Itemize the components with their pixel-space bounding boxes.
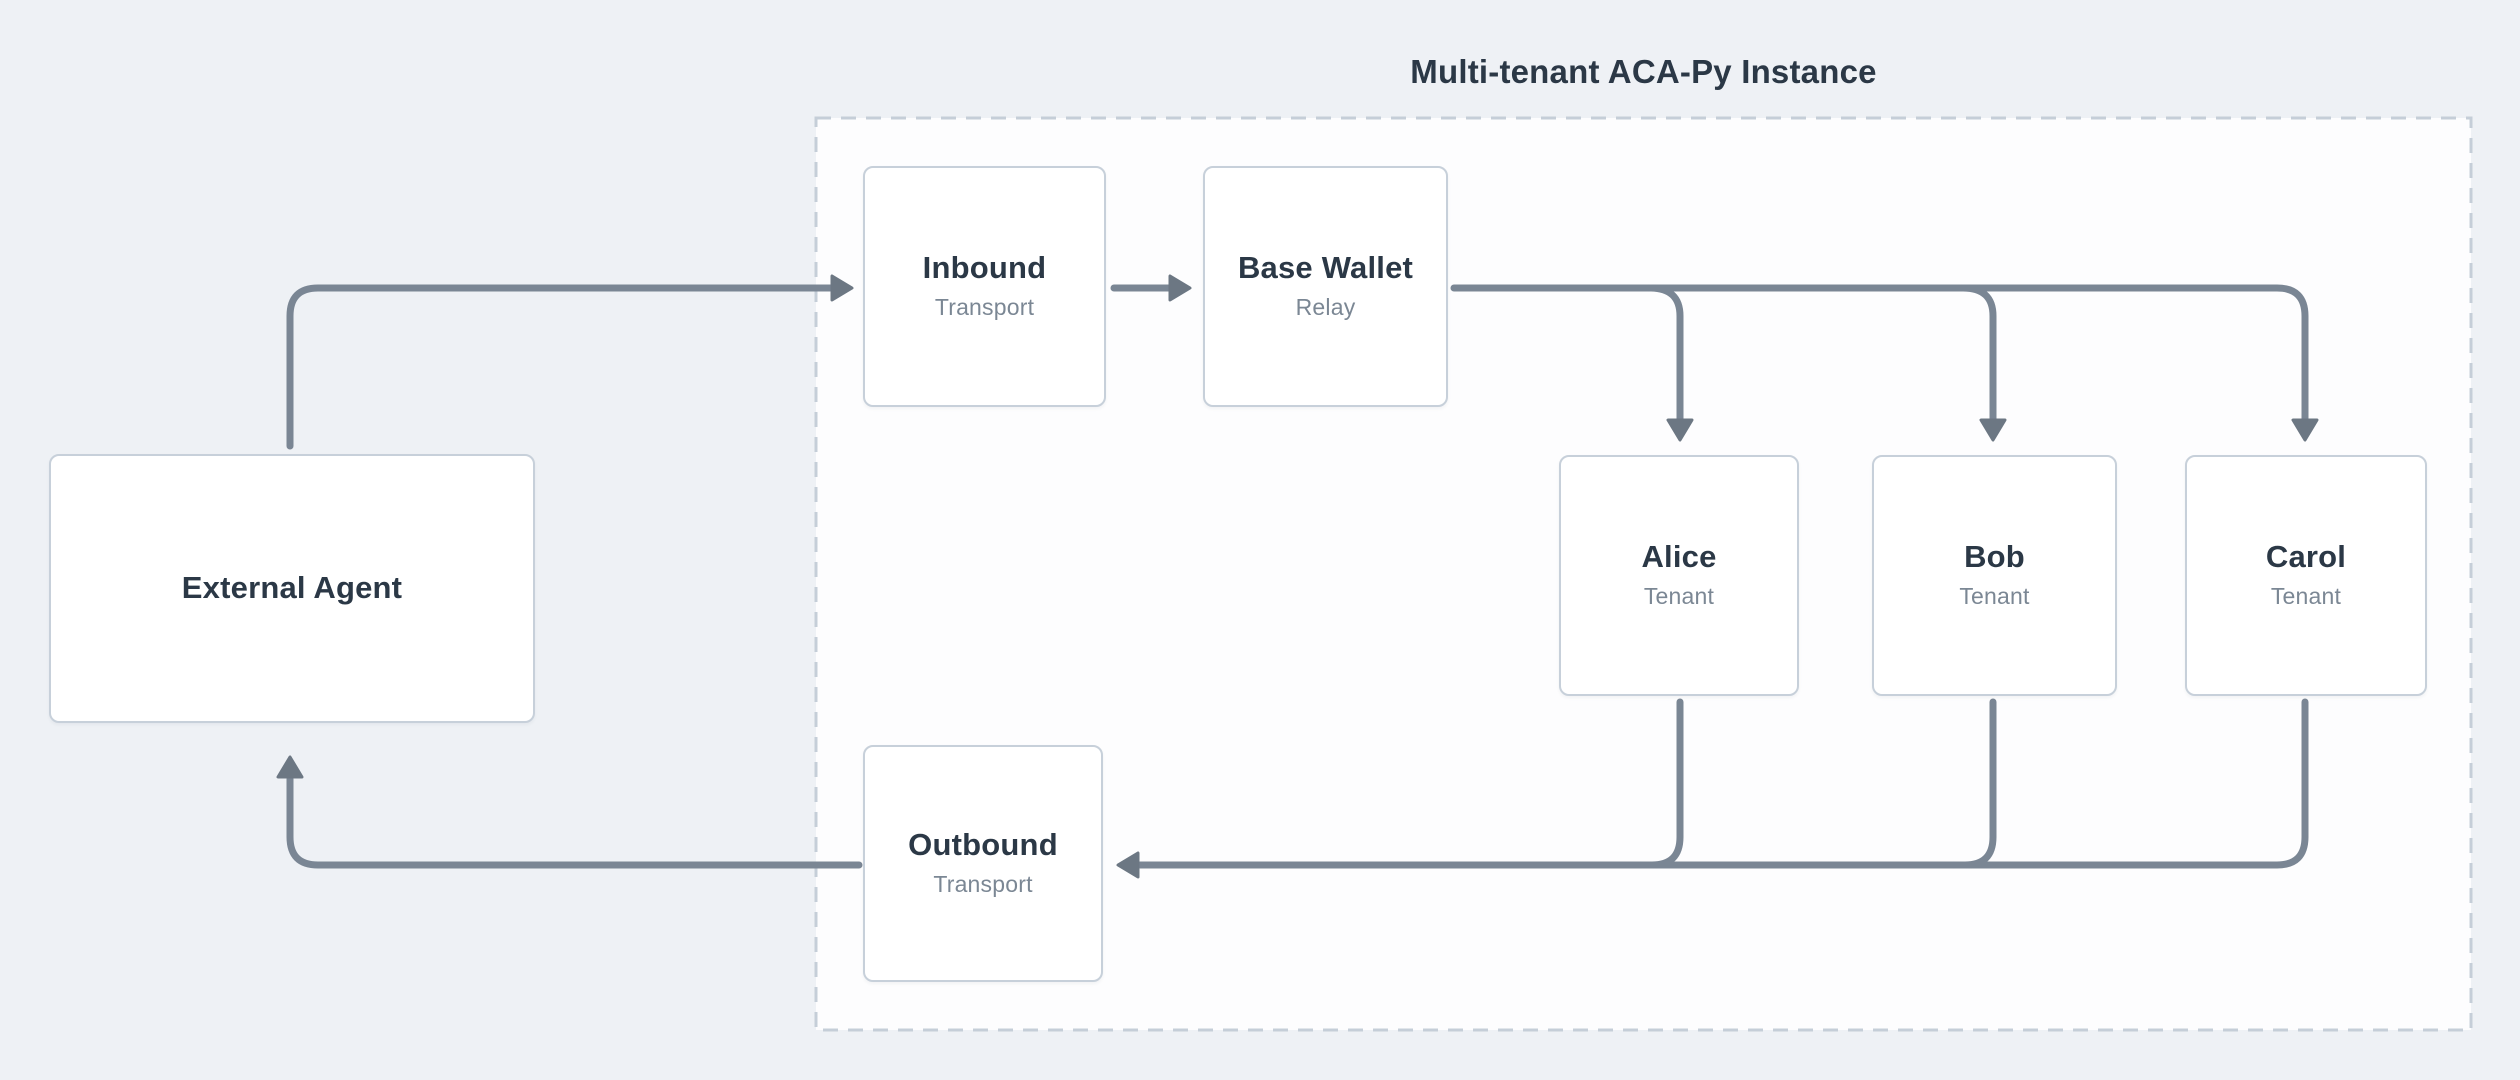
arrowhead-into-carol [2291, 418, 2319, 442]
node-label: Bob [1964, 539, 2025, 575]
arrowhead-into-inbound [830, 274, 854, 302]
edge-branch-to-alice [1646, 284, 1684, 426]
node-sublabel: Tenant [1959, 583, 2030, 610]
node-tenant-bob: Bob Tenant [1872, 455, 2117, 696]
node-tenant-alice: Alice Tenant [1559, 455, 1799, 696]
node-label: Carol [2265, 539, 2347, 575]
node-sublabel: Relay [1295, 294, 1356, 321]
edge-external-to-inbound [286, 284, 838, 450]
node-label: Base Wallet [1237, 250, 1414, 286]
arrowhead-into-alice [1666, 418, 1694, 442]
node-label: External Agent [181, 570, 403, 606]
edge-branch-to-bob [1959, 284, 1997, 426]
node-sublabel: Tenant [1643, 583, 1715, 610]
edge-basewallet-trunk [1450, 284, 2309, 426]
arrowhead-into-bob [1979, 418, 2007, 442]
arrowhead-into-basewallet [1168, 274, 1192, 302]
node-sublabel: Tenant [2270, 583, 2342, 610]
node-sublabel: Transport [934, 294, 1035, 321]
edge-alice-merge [1638, 698, 1684, 869]
node-tenant-carol: Carol Tenant [2185, 455, 2427, 696]
node-external-agent: External Agent [49, 454, 535, 723]
edge-outbound-to-external [286, 775, 863, 869]
node-outbound-transport: Outbound Transport [863, 745, 1103, 982]
node-label: Alice [1641, 539, 1717, 575]
node-label: Inbound [922, 250, 1047, 286]
node-inbound-transport: Inbound Transport [863, 166, 1106, 407]
diagram-title: Multi-tenant ACA-Py Instance [1410, 53, 1877, 90]
node-base-wallet-relay: Base Wallet Relay [1203, 166, 1448, 407]
arrowhead-into-external [276, 755, 304, 779]
edge-carol-to-outbound [1136, 698, 2309, 869]
arrowhead-into-outbound [1116, 851, 1140, 879]
node-label: Outbound [908, 827, 1058, 863]
edge-bob-merge [1951, 698, 1997, 869]
node-sublabel: Transport [933, 871, 1033, 898]
